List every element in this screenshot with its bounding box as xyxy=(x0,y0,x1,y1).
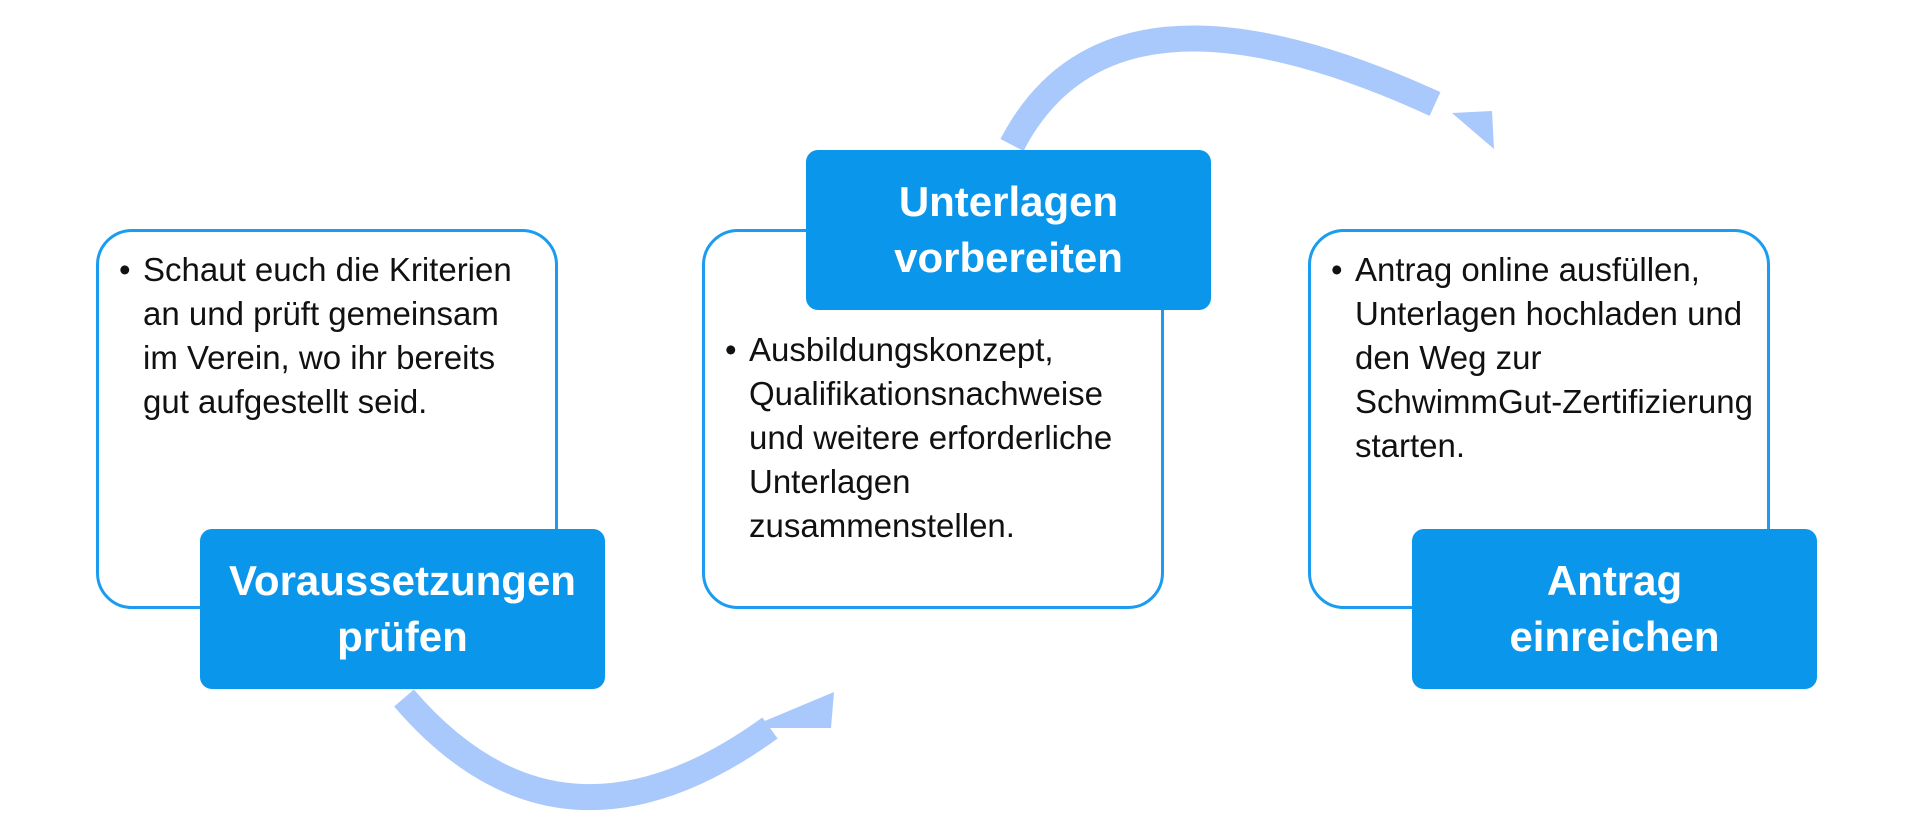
step2-title-line2: vorbereiten xyxy=(894,234,1123,281)
step1-title-line1: Voraussetzungen xyxy=(229,557,576,604)
step1-title-line2: prüfen xyxy=(337,613,468,660)
step2-title-line1: Unterlagen xyxy=(898,178,1119,225)
step3-title-line2: einreichen xyxy=(1509,613,1720,660)
arrow-step1-to-step2 xyxy=(394,689,834,811)
step2-bullet: Ausbildungskonzept, Qualifikationsnachwe… xyxy=(719,328,1149,548)
step2-title-box: Unterlagen vorbereiten xyxy=(806,150,1211,310)
step1-title-box: Voraussetzungen prüfen xyxy=(200,529,605,689)
arrow-step2-to-step3 xyxy=(1000,25,1494,152)
step3-title-line1: Antrag xyxy=(1546,557,1683,604)
step3-title-box: Antrag einreichen xyxy=(1412,529,1817,689)
step3-bullet: Antrag online ausfüllen, Unterlagen hoch… xyxy=(1325,248,1755,468)
step1-bullet: Schaut euch die Kriterien an und prüft g… xyxy=(113,248,533,424)
